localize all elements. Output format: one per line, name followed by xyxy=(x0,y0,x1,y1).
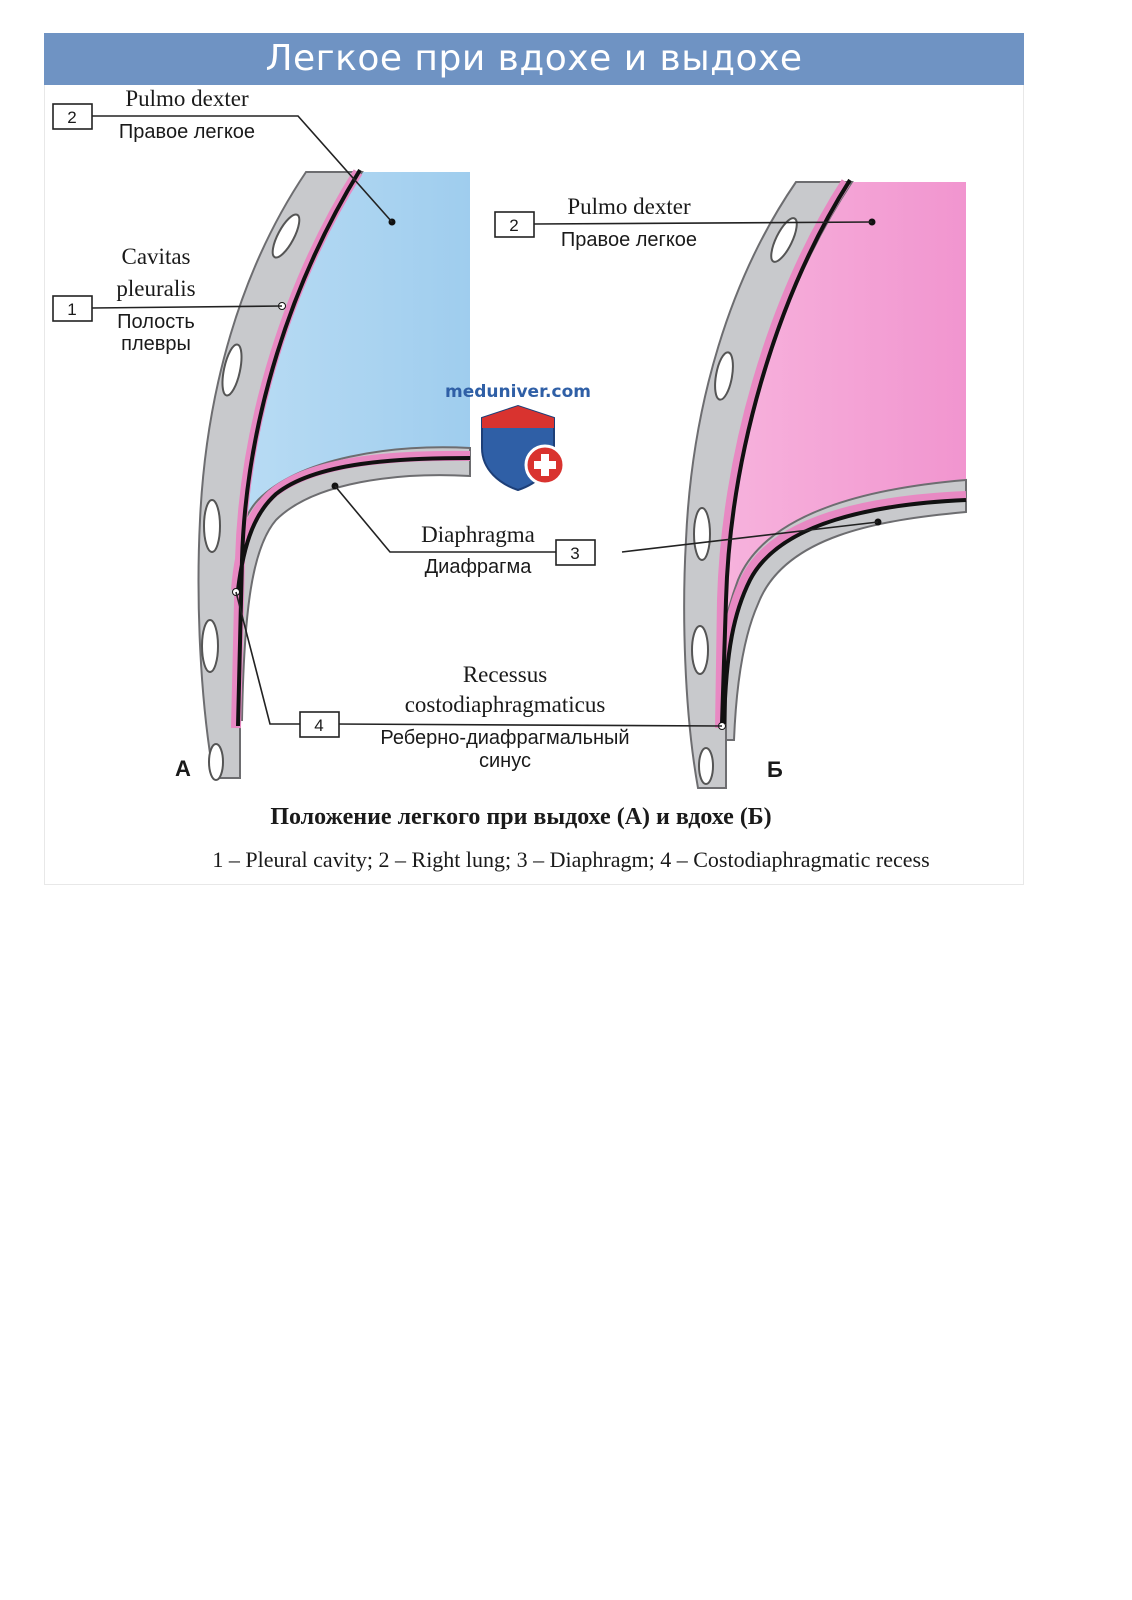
label-pulmo-a: Pulmo dexter xyxy=(125,86,249,111)
label-polost: Полость xyxy=(117,311,195,333)
label-pleuralis: pleuralis xyxy=(116,276,195,301)
watermark-logo: meduniver.com xyxy=(445,382,591,492)
label-lung-ru-a: Правое легкое xyxy=(119,121,255,143)
pleura-b-line xyxy=(720,178,967,725)
panel-b xyxy=(683,178,967,789)
panel-a xyxy=(197,168,471,781)
label-diaphragma-ru: Диафрагма xyxy=(425,556,533,578)
label-diaphragma: Diaphragma xyxy=(421,522,535,547)
page-title: Легкое при вдохе и выдохе xyxy=(265,38,803,79)
figure-caption: Положение легкого при выдохе (А) и вдохе… xyxy=(270,804,771,830)
num-2-b: 2 xyxy=(509,216,518,235)
label-recess-ru: Реберно-диафрагмальный xyxy=(380,727,629,749)
watermark-text: meduniver.com xyxy=(445,382,591,402)
label-pulmo-b: Pulmo dexter xyxy=(567,194,691,219)
box-2-a xyxy=(52,103,93,130)
label-lung-ru-b: Правое легкое xyxy=(561,229,697,251)
num-4: 4 xyxy=(314,716,323,735)
label-cavitas: Cavitas xyxy=(122,244,191,269)
label-plevry: плевры xyxy=(121,333,191,355)
rib-b3 xyxy=(693,507,711,561)
num-1-a: 1 xyxy=(67,300,76,319)
figure-legend: 1 – Pleural cavity; 2 – Right lung; 3 – … xyxy=(212,847,929,872)
rib-b1 xyxy=(770,217,798,263)
panel-letter-b: Б xyxy=(767,757,783,782)
rib-a4 xyxy=(201,619,219,673)
box-2-b xyxy=(494,211,535,238)
rib-a3 xyxy=(203,499,221,553)
box-4 xyxy=(299,711,340,738)
rib-b5 xyxy=(698,747,714,785)
rib-a5 xyxy=(208,743,224,781)
title-banner: Легкое при вдохе и выдохе xyxy=(44,33,1024,85)
label-sinus: синус xyxy=(479,750,531,772)
label-costodiaphragmaticus: costodiaphragmaticus xyxy=(405,692,606,717)
pleura-a-line xyxy=(236,168,471,727)
label-recessus: Recessus xyxy=(463,662,547,687)
callout-boxes xyxy=(52,103,596,738)
panel-letter-a: А xyxy=(175,756,191,781)
lung-a xyxy=(236,172,470,590)
rib-b2 xyxy=(714,351,734,401)
rib-a2 xyxy=(221,343,243,397)
rib-b4 xyxy=(691,625,709,675)
num-2-a: 2 xyxy=(67,108,76,127)
rib-a1 xyxy=(271,213,301,259)
num-3: 3 xyxy=(570,544,579,563)
box-3 xyxy=(555,539,596,566)
box-1-a xyxy=(52,295,93,322)
